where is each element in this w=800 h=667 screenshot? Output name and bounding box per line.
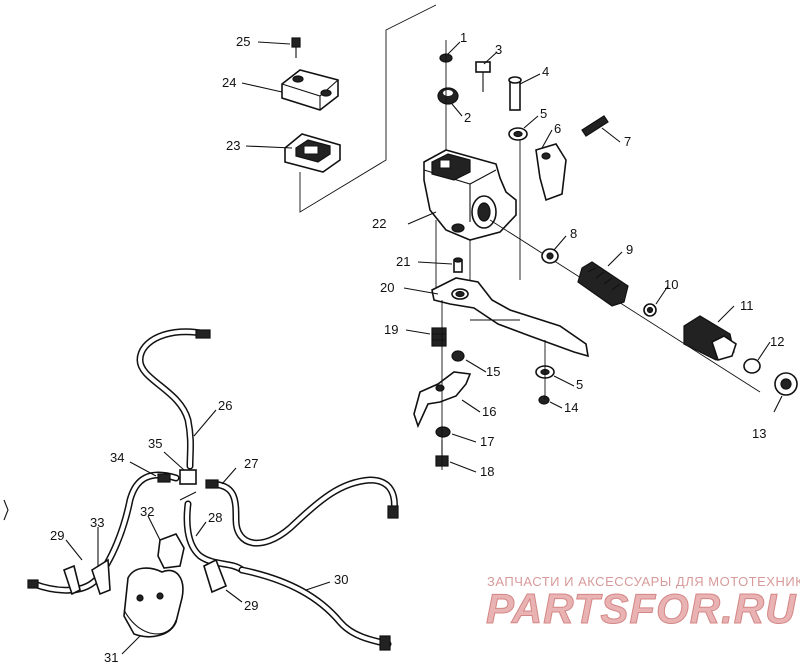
- part-20-lever: [431, 277, 589, 358]
- part-33-clamp: [91, 558, 111, 596]
- label-4: 4: [542, 64, 549, 79]
- watermark: ЗАПЧАСТИ И АКСЕССУАРЫ ДЛЯ МОТОТЕХНИКИ PA…: [486, 574, 800, 633]
- label-21: 21: [396, 254, 410, 269]
- label-7: 7: [624, 134, 631, 149]
- label-32: 31: [104, 650, 118, 665]
- label-29-right: 29: [244, 598, 258, 613]
- label-9: 9: [626, 242, 633, 257]
- label-19: 19: [384, 322, 398, 337]
- label-26: 26: [218, 398, 232, 413]
- part-7-bolt: [581, 115, 609, 137]
- label-3: 3: [495, 42, 502, 57]
- label-29-left: 29: [50, 528, 64, 543]
- part-30-hose: [238, 566, 392, 648]
- part-29-clamp-left: [63, 564, 81, 596]
- leader-lines: [65, 41, 783, 655]
- piston-group: [541, 248, 798, 396]
- master-cylinder-group: [423, 40, 761, 393]
- label-33: 33: [90, 515, 104, 530]
- part-17-washer: [435, 426, 451, 438]
- label-22: 22: [372, 216, 386, 231]
- part-labels: 25 24 23 1 2 3 4 5 6 7 22 8 9 21 10 20 1…: [50, 30, 784, 665]
- part-3-bolt-head: [475, 61, 491, 73]
- label-24: 24: [222, 75, 236, 90]
- lever-group: [413, 257, 589, 470]
- label-8: 8: [570, 226, 577, 241]
- watermark-tagline: ЗАПЧАСТИ И АКСЕССУАРЫ ДЛЯ МОТОТЕХНИКИ: [487, 574, 800, 589]
- label-11: 11: [740, 298, 754, 313]
- part-11-piston: [683, 315, 737, 361]
- label-30: 30: [334, 572, 348, 587]
- label-14: 14: [564, 400, 578, 415]
- label-34: 34: [110, 450, 124, 465]
- part-24-cap: [281, 69, 339, 111]
- part-12-clip: [743, 358, 761, 374]
- label-35: 35: [148, 436, 162, 451]
- part-4-pin: [509, 79, 521, 111]
- label-6: 6: [554, 121, 561, 136]
- label-2: 2: [464, 110, 471, 125]
- label-27: 27: [244, 456, 258, 471]
- watermark-logo: PARTSFOR.RU: [486, 585, 797, 632]
- hose-group: [3, 328, 399, 651]
- label-5-upper: 5: [540, 106, 547, 121]
- part-31-bracket: [157, 533, 185, 569]
- part-32-plate: [123, 567, 184, 638]
- label-12: 12: [770, 334, 784, 349]
- label-5-lower: 5: [576, 377, 583, 392]
- part-35-junction: [179, 469, 197, 485]
- label-10: 10: [664, 277, 678, 292]
- part-14-nut: [538, 395, 550, 405]
- part-25-screw-head: [291, 37, 301, 48]
- label-13: 13: [752, 426, 766, 441]
- part-15-nut: [451, 350, 465, 362]
- label-1: 1: [460, 30, 467, 45]
- label-25: 25: [236, 34, 250, 49]
- label-16: 16: [482, 404, 496, 419]
- label-31: 32: [140, 504, 154, 519]
- part-19-spring: [431, 327, 447, 347]
- label-17: 17: [480, 434, 494, 449]
- part-6-clamp: [535, 143, 567, 202]
- label-28: 28: [208, 510, 222, 525]
- label-18: 18: [480, 464, 494, 479]
- part-29-clamp-right: [203, 558, 228, 594]
- part-9-spring: [577, 261, 629, 307]
- label-20: 20: [380, 280, 394, 295]
- reservoir-cover-group: [281, 4, 437, 213]
- label-23: 23: [226, 138, 240, 153]
- label-15: 15: [486, 364, 500, 379]
